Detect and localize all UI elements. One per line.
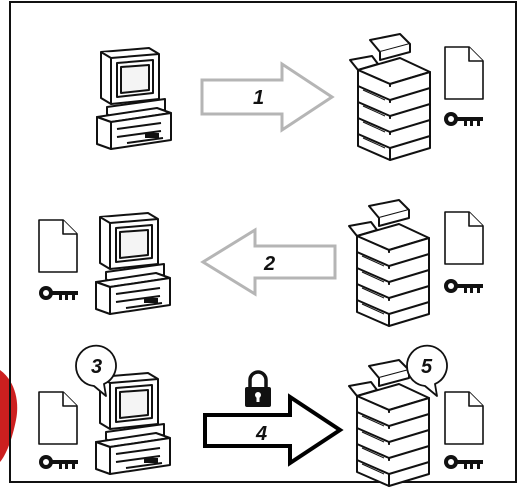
diagram-border	[9, 1, 517, 483]
step-5-label: 5	[421, 356, 433, 378]
key-icon	[39, 286, 78, 300]
key-icon	[39, 455, 78, 469]
step-5-callout: 5	[406, 344, 448, 397]
document-icon	[38, 391, 78, 445]
computer-icon	[96, 47, 172, 150]
red-accent-shape	[0, 370, 18, 462]
printer-icon	[349, 33, 431, 161]
step-4-arrow: 4	[203, 393, 344, 467]
padlock-icon	[245, 370, 271, 407]
step-3-label: 3	[91, 356, 102, 378]
step-1-label: 1	[253, 87, 264, 109]
key-icon	[444, 112, 483, 126]
printer-icon	[348, 199, 430, 327]
key-icon	[444, 455, 483, 469]
document-icon	[444, 211, 484, 265]
key-icon	[444, 279, 483, 293]
computer-icon	[95, 212, 171, 315]
step-4-label: 4	[255, 423, 267, 445]
step-1-arrow: 1	[200, 61, 335, 133]
document-icon	[38, 219, 78, 273]
step-2-arrow: 2	[200, 227, 337, 297]
document-icon	[444, 391, 484, 445]
step-3-callout: 3	[75, 344, 117, 397]
step-2-label: 2	[263, 253, 275, 275]
document-icon	[444, 46, 484, 100]
computer-icon	[95, 372, 171, 475]
